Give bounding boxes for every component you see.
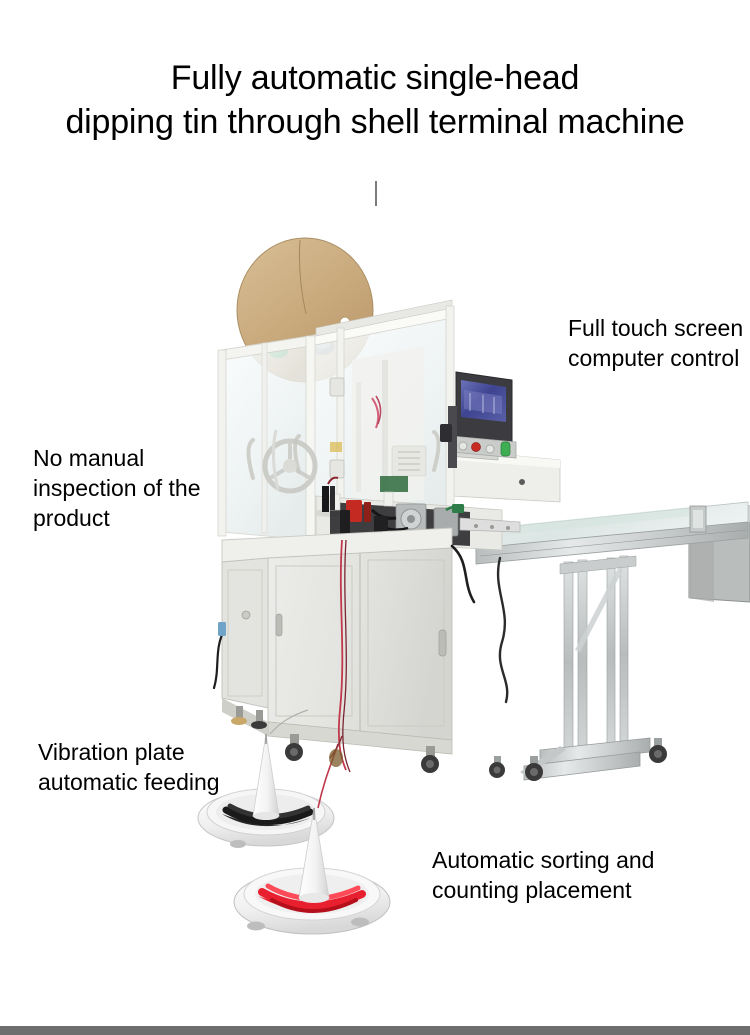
callout-text: Automatic sorting and counting placement bbox=[432, 847, 655, 903]
caster bbox=[489, 756, 505, 778]
hmi-touch-panel bbox=[440, 371, 517, 468]
title-divider-tick bbox=[375, 181, 377, 206]
acrylic-safety-enclosure bbox=[217, 299, 455, 543]
emergency-stop-button bbox=[471, 442, 481, 452]
output-conveyor-table bbox=[475, 501, 750, 781]
feed-wires bbox=[269, 709, 343, 809]
base-cabinet bbox=[212, 527, 476, 773]
leveling-foot bbox=[251, 710, 267, 729]
product-photo bbox=[0, 210, 750, 1010]
cabinet-door-handle bbox=[275, 613, 283, 637]
page-title-line-2: dipping tin through shell terminal machi… bbox=[65, 103, 685, 141]
callout-automatic-sorting: Automatic sorting and counting placement bbox=[432, 845, 722, 905]
wire-plate-black bbox=[197, 733, 335, 848]
start-button bbox=[500, 441, 511, 457]
caster bbox=[649, 738, 667, 763]
cabinet-door-handle bbox=[438, 629, 447, 657]
enclosure-door-handle bbox=[293, 434, 301, 474]
caster bbox=[285, 734, 303, 761]
leveling-foot bbox=[231, 706, 247, 725]
caster bbox=[525, 756, 543, 781]
callout-text: Vibration plate automatic feeding bbox=[38, 739, 220, 795]
black-wire-coil bbox=[222, 814, 310, 827]
callout-no-manual-inspection: No manual inspection of the product bbox=[33, 443, 223, 533]
caster bbox=[421, 746, 439, 773]
callout-full-touch-screen: Full touch screen computer control bbox=[568, 313, 748, 373]
bottom-divider-band bbox=[0, 1026, 750, 1035]
page-title: Fully automatic single-head dipping tin … bbox=[0, 56, 750, 144]
callout-vibration-plate: Vibration plate automatic feeding bbox=[38, 737, 253, 797]
callout-text: Full touch screen computer control bbox=[568, 315, 744, 371]
page-title-line-1: Fully automatic single-head bbox=[170, 59, 580, 97]
enclosure-door-handle bbox=[246, 438, 255, 480]
internal-reel bbox=[262, 429, 318, 494]
callout-text: No manual inspection of the product bbox=[33, 445, 201, 531]
enclosure-door-handle bbox=[432, 430, 441, 472]
dispenser-cone bbox=[252, 733, 280, 820]
wire-plate-red bbox=[233, 807, 391, 935]
